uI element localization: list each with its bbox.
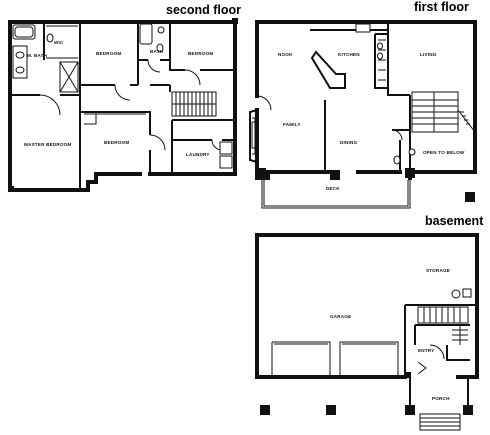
- porch-outline: [409, 377, 469, 412]
- sink-icon: [377, 42, 383, 50]
- sink-icon: [15, 51, 25, 59]
- kitchen-counter: [310, 29, 389, 89]
- second-floor-title: second floor: [166, 3, 241, 17]
- water-heater-icon: [451, 289, 461, 299]
- dining-label: DINING: [340, 140, 358, 145]
- washer-icon: [219, 141, 233, 155]
- dryer-icon: [219, 155, 233, 169]
- storage-label: STORAGE: [426, 268, 450, 273]
- bedroom-label: BEDROOM: [104, 140, 129, 145]
- bedroom-label: BEDROOM: [188, 51, 213, 56]
- fireplace-icon: [251, 121, 259, 149]
- sink-icon: [377, 52, 383, 60]
- kitchen-island: [310, 50, 346, 89]
- second-floor-interior-walls: [10, 22, 235, 190]
- first-floor-plan: NOOK KITCHEN LIVING FAMILY DINING OPEN T…: [249, 20, 477, 209]
- second-floor-stairs: [171, 91, 217, 117]
- wic-label: WIC: [54, 40, 64, 45]
- kitchen-label: KITCHEN: [338, 52, 360, 57]
- entry-label: ENTRY: [418, 348, 434, 353]
- garage-door: [339, 341, 399, 377]
- living-label: LIVING: [420, 52, 437, 57]
- sink-icon: [157, 26, 165, 34]
- toilet-icon: [393, 155, 401, 165]
- family-label: FAMILY: [283, 122, 301, 127]
- deck-railing: [261, 180, 411, 209]
- furnace-icon: [462, 288, 472, 298]
- basement-title: basement: [425, 214, 484, 228]
- bathtub-icon: [12, 24, 36, 40]
- master-bath-label: M. BATH: [27, 53, 48, 58]
- basement-interior-walls: [404, 304, 477, 377]
- nook-label: NOOK: [278, 52, 293, 57]
- master-bedroom-label: MASTER BEDROOM: [24, 142, 71, 147]
- first-floor-interior-walls: [324, 22, 411, 172]
- garage-label: GARAGE: [330, 314, 351, 319]
- open-to-below-label: OPEN TO BELOW: [423, 150, 465, 155]
- sink-icon: [408, 148, 416, 156]
- first-floor-title: first floor: [414, 0, 469, 14]
- first-floor-outer-wall: [255, 20, 477, 180]
- bedroom-label: BEDROOM: [96, 51, 121, 56]
- garage-door: [271, 341, 331, 377]
- second-floor-plan: M. BATH WIC BEDROOM BATH BEDROOM MASTER …: [8, 18, 238, 192]
- shower-icon: [59, 61, 79, 93]
- sink-icon: [15, 66, 25, 74]
- laundry-label: LAUNDRY: [186, 152, 210, 157]
- toilet-icon: [46, 33, 54, 43]
- basement-plan: STORAGE GARAGE ENTRY PORCH: [255, 233, 479, 431]
- bathtub-icon: [139, 23, 153, 45]
- basement-stairs: [417, 306, 469, 345]
- stove-icon: [355, 23, 371, 33]
- deck-label: DECK: [326, 186, 340, 191]
- bath-label: BATH: [150, 49, 164, 54]
- toilet-icon: [156, 43, 164, 53]
- porch-label: PORCH: [432, 396, 450, 401]
- first-floor-stairs: [411, 91, 476, 133]
